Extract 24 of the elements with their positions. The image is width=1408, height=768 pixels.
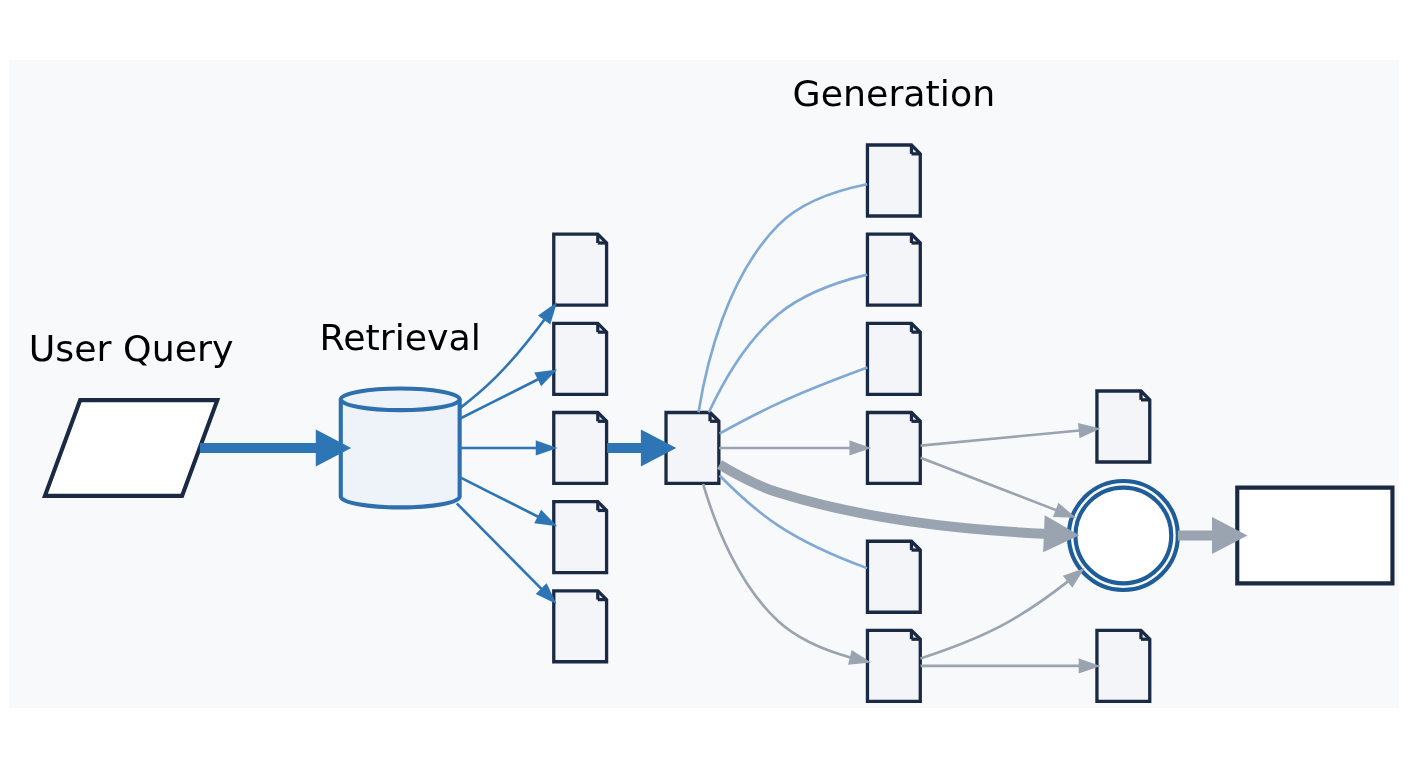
label: Generation [792, 71, 996, 115]
arrow [920, 568, 1085, 660]
arrow [459, 476, 558, 527]
label: User Query [28, 327, 234, 371]
label: Retrieval [319, 315, 481, 359]
arrow [1177, 516, 1248, 555]
connector [707, 273, 868, 413]
arrow [199, 429, 352, 467]
arrow [455, 502, 557, 605]
arrow [701, 483, 872, 665]
arrow [607, 429, 677, 467]
arrow [459, 302, 557, 410]
arrow [920, 658, 1101, 674]
arrow [719, 440, 872, 456]
connector [718, 366, 868, 435]
connector [718, 474, 868, 570]
node-network [1066, 478, 1180, 593]
arrow [920, 456, 1076, 518]
arrow [459, 369, 558, 420]
arrow [920, 423, 1101, 447]
connector [697, 182, 868, 413]
node-box [1235, 485, 1395, 586]
node-parallelogram [41, 398, 221, 498]
arrow [459, 440, 558, 456]
